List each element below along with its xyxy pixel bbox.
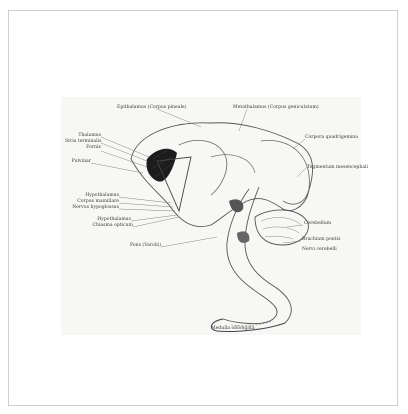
label-brachium-pontis: Brachium pontis xyxy=(302,237,340,242)
brain-drawing xyxy=(61,97,361,335)
label-metathalamus: Metathalamus (Corpus geniculatum) xyxy=(233,105,319,110)
label-epithalamus: Epithalamus (Corpus pineale) xyxy=(117,105,186,110)
label-chiasma-opticum: Chiasma opticum xyxy=(73,223,133,228)
label-thalamus: Thalamus xyxy=(65,133,101,138)
label-corpora-quadrigemina: Corpora quadrigemina xyxy=(305,135,358,140)
label-fornix: Fornix xyxy=(65,145,101,150)
label-nervus-hypoglossus: Nervus hypoglossus xyxy=(61,205,119,210)
label-nervi-cerebelli: Nervi cerebelli xyxy=(302,247,337,252)
label-stria-terminalis: Stria terminalis xyxy=(65,139,101,144)
label-pulvinar: Pulvinar xyxy=(63,159,91,164)
label-cerebellum: Cerebellum xyxy=(304,221,331,226)
label-hypothalamus-1: Hypothalamus xyxy=(63,193,119,198)
image-frame: Epithalamus (Corpus pineale) Metathalamu… xyxy=(8,10,398,406)
label-corpus-mamillare: Corpus mamillare xyxy=(63,199,119,204)
label-pons: Pons (Varolii) xyxy=(111,243,161,248)
brain-anatomy-illustration: Epithalamus (Corpus pineale) Metathalamu… xyxy=(61,97,361,335)
label-medulla-oblongata: Medulla oblongata xyxy=(211,326,255,331)
label-tegmentum: Tegmentum mesencephali xyxy=(307,165,368,170)
label-hypothalamus-2: Hypothalamus xyxy=(73,217,131,222)
